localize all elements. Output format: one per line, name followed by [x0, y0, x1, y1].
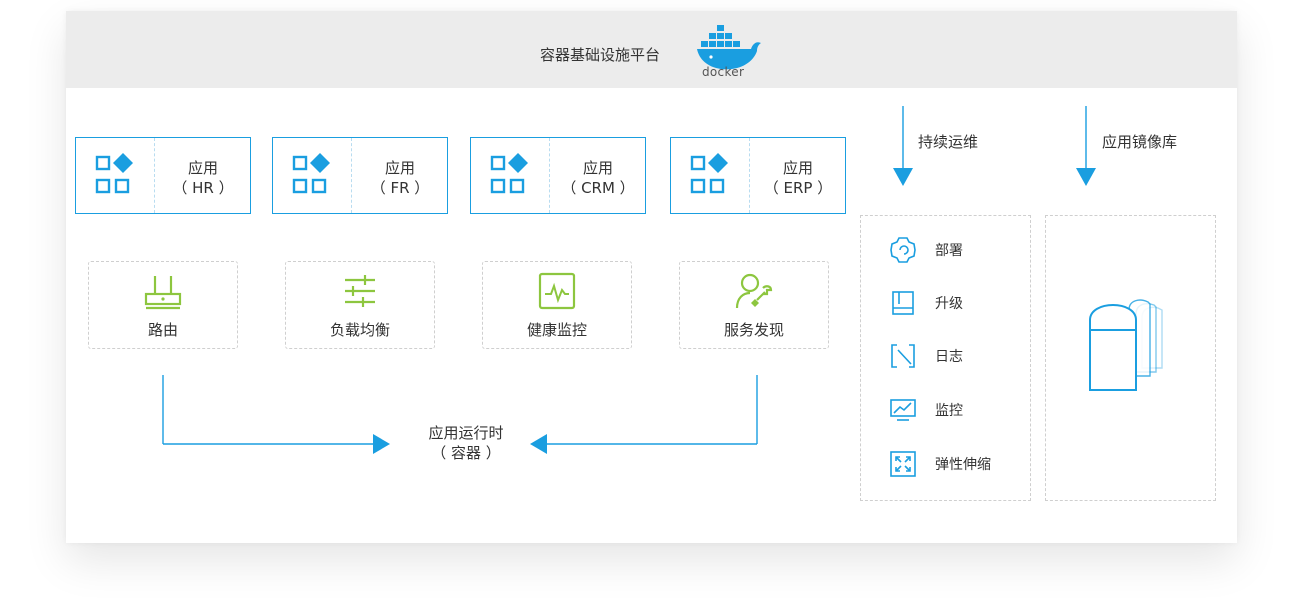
- arrow-right-head: [373, 434, 390, 454]
- ops-panel: 部署 升级 日志: [860, 215, 1031, 501]
- ops-item-autoscale[interactable]: 弹性伸缩: [889, 450, 1019, 478]
- expand-icon: [890, 451, 916, 477]
- service-label: 健康监控: [526, 321, 587, 339]
- user-wrench-icon: [735, 273, 773, 309]
- platform-card: 容器基础设施平台 docker: [66, 11, 1237, 543]
- app-box-erp[interactable]: 应用 （ ERP ）: [670, 137, 846, 214]
- ops-item-deploy[interactable]: 部署: [889, 236, 1019, 264]
- ops-heading: 持续运维: [918, 133, 979, 151]
- app-grid-icon: [292, 153, 330, 194]
- sliders-icon: [345, 275, 375, 307]
- app-grid-icon: [95, 153, 133, 194]
- service-label: 路由: [147, 321, 178, 339]
- docker-wordmark: docker: [702, 65, 745, 79]
- app-tag: （ HR ）: [172, 179, 234, 197]
- service-router[interactable]: 路由: [88, 261, 238, 349]
- heartbeat-monitor-icon: [538, 272, 576, 310]
- app-tag: （ FR ）: [370, 179, 430, 197]
- app-name: 应用: [384, 159, 415, 177]
- app-box-fr[interactable]: 应用 （ FR ）: [272, 137, 448, 214]
- ops-arrow-head: [893, 168, 913, 186]
- monitor-chart-icon: [890, 399, 916, 421]
- service-label: 负载均衡: [329, 321, 390, 339]
- gear-deploy-icon: [890, 237, 916, 263]
- app-name: 应用: [187, 159, 218, 177]
- service-label: 服务发现: [723, 321, 784, 339]
- ops-item-log[interactable]: 日志: [889, 342, 1019, 370]
- platform-banner: 容器基础设施平台 docker: [66, 11, 1237, 88]
- ops-label: 部署: [935, 243, 963, 259]
- runtime-label: 应用运行时 （ 容器 ）: [406, 423, 526, 463]
- app-tag: （ CRM ）: [561, 179, 635, 197]
- service-load-balancing[interactable]: 负载均衡: [285, 261, 435, 349]
- ops-label: 日志: [935, 349, 963, 365]
- ops-label: 监控: [935, 403, 963, 419]
- ops-label: 弹性伸缩: [935, 457, 991, 473]
- docker-logo-icon: [697, 25, 761, 70]
- app-box-crm[interactable]: 应用 （ CRM ）: [470, 137, 646, 214]
- runtime-line2: （ 容器 ）: [431, 444, 501, 462]
- app-name: 应用: [782, 159, 813, 177]
- service-discovery[interactable]: 服务发现: [679, 261, 829, 349]
- book-upgrade-icon: [892, 291, 914, 315]
- ops-item-monitor[interactable]: 监控: [889, 396, 1019, 424]
- image-repo-panel: [1045, 215, 1216, 501]
- app-box-hr[interactable]: 应用 （ HR ）: [75, 137, 251, 214]
- ops-label: 升级: [935, 296, 963, 312]
- router-icon: [144, 276, 182, 310]
- log-icon: [891, 344, 915, 368]
- runtime-line1: 应用运行时: [428, 424, 504, 442]
- app-grid-icon: [490, 153, 528, 194]
- repo-heading: 应用镜像库: [1102, 133, 1178, 151]
- app-grid-icon: [690, 153, 728, 194]
- service-health-monitor[interactable]: 健康监控: [482, 261, 632, 349]
- image-stack-icon: [1089, 299, 1163, 391]
- ops-item-upgrade[interactable]: 升级: [889, 289, 1019, 317]
- arrow-left-head: [530, 434, 547, 454]
- app-name: 应用: [582, 159, 613, 177]
- banner-title: 容器基础设施平台: [540, 46, 661, 64]
- repo-arrow-head: [1076, 168, 1096, 186]
- app-tag: （ ERP ）: [763, 179, 833, 197]
